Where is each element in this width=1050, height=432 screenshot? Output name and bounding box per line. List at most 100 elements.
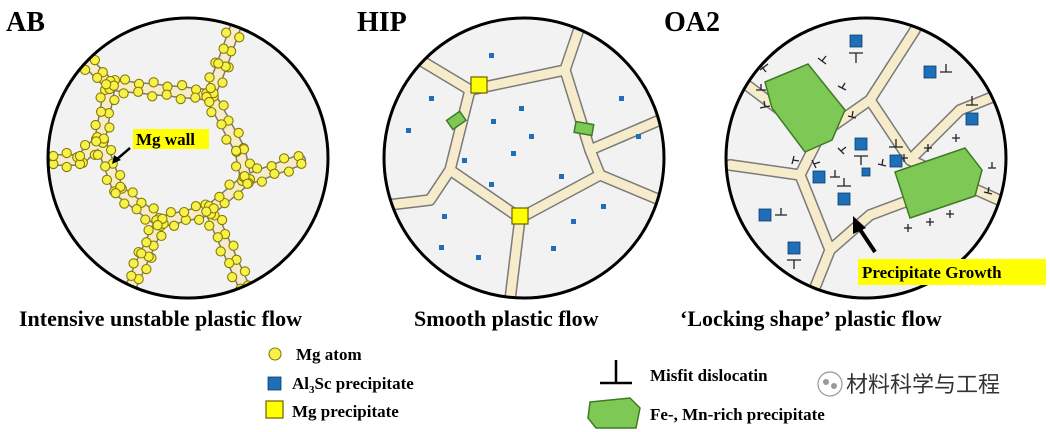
mg-wall-arrowhead bbox=[112, 155, 121, 164]
mg-atom bbox=[101, 174, 113, 186]
mg-atom bbox=[152, 220, 163, 231]
mg-atom bbox=[224, 257, 235, 269]
precipitate-growth-label: Precipitate Growth bbox=[862, 263, 1002, 282]
mg-atom bbox=[220, 27, 232, 38]
mg-atom bbox=[77, 47, 88, 58]
watermark-logo-icon bbox=[817, 371, 843, 397]
panel-hip-circle bbox=[382, 16, 666, 300]
mg-atom bbox=[74, 150, 86, 162]
mg-wall-arrow bbox=[115, 147, 131, 161]
panel-hip-grain-boundaries bbox=[384, 18, 664, 298]
mg-atom bbox=[126, 270, 137, 282]
precipitate-growth-arrow bbox=[857, 226, 877, 254]
mg-atom bbox=[141, 263, 152, 275]
mg-atom bbox=[176, 80, 188, 91]
mg-atom bbox=[218, 100, 229, 111]
legend-mg-atom-label: Mg atom bbox=[296, 345, 362, 364]
mg-atom bbox=[127, 187, 138, 198]
precipitate-growth-highlight bbox=[858, 259, 1046, 285]
panel-oa2-grain-structure: Precipitate Growth bbox=[724, 16, 1046, 300]
mg-atom bbox=[116, 293, 127, 298]
mg-atom bbox=[283, 166, 295, 177]
mg-atom bbox=[278, 153, 290, 164]
mg-atom bbox=[201, 206, 212, 217]
mg-atom bbox=[296, 158, 307, 169]
caption-ab: Intensive unstable plastic flow bbox=[19, 306, 302, 331]
mg-atom bbox=[123, 296, 134, 298]
mg-atom bbox=[110, 188, 121, 199]
mg-atom bbox=[105, 144, 117, 156]
mg-atom bbox=[205, 82, 216, 94]
mg-atom bbox=[216, 119, 227, 130]
mg-atom bbox=[213, 58, 224, 69]
legend-item-mg-precipitate: Mg precipitate bbox=[265, 400, 399, 421]
mg-atom bbox=[128, 258, 139, 269]
legend-item-fe-mn: Fe-, Mn-rich precipitate bbox=[587, 397, 825, 429]
legend-mg-atom-swatch bbox=[268, 347, 282, 361]
mg-atom bbox=[100, 161, 111, 172]
caption-hip: Smooth plastic flow bbox=[414, 306, 599, 331]
mg-atom bbox=[91, 136, 102, 147]
mg-atom bbox=[228, 240, 239, 251]
mg-atom bbox=[109, 94, 120, 106]
mg-atom bbox=[212, 232, 223, 243]
legend-mg-precipitate-swatch bbox=[265, 400, 284, 419]
fe-mn-precipitate-large-2 bbox=[894, 147, 983, 219]
mg-atom bbox=[89, 54, 101, 66]
mg-atom bbox=[141, 237, 152, 248]
mg-atom bbox=[131, 204, 142, 215]
legend-fe-mn-swatch bbox=[587, 397, 641, 429]
mg-atom bbox=[48, 150, 59, 162]
legend-item-al3sc: Al3Sc precipitate bbox=[267, 374, 414, 396]
mg-atom bbox=[190, 92, 201, 103]
mg-atom bbox=[136, 248, 147, 259]
mg-atom bbox=[35, 162, 44, 171]
mg-atom bbox=[92, 72, 103, 83]
legend-dislocation-symbol bbox=[600, 360, 632, 385]
legend-al3sc-label: Al3Sc precipitate bbox=[292, 374, 414, 396]
mg-atom bbox=[148, 203, 159, 214]
mg-atom bbox=[229, 18, 240, 24]
legend-item-misfit-dislocation: Misfit dislocatin bbox=[600, 360, 768, 385]
mg-atom bbox=[224, 179, 235, 190]
mg-atom bbox=[92, 149, 104, 161]
legend-fe-mn-label: Fe-, Mn-rich precipitate bbox=[650, 405, 825, 424]
legend-misfit-dislocation-label: Misfit dislocatin bbox=[650, 366, 768, 385]
mg-atom bbox=[193, 214, 205, 225]
mg-atom bbox=[178, 206, 190, 218]
mg-atom bbox=[190, 201, 202, 212]
mg-atom bbox=[236, 18, 247, 27]
mg-atom bbox=[233, 127, 244, 139]
mg-atom bbox=[114, 169, 126, 181]
panel-label-oa2: OA2 bbox=[664, 7, 720, 38]
mg-atom bbox=[140, 214, 151, 225]
panel-hip-mg-precipitates bbox=[445, 76, 595, 225]
watermark: 材料科学与工程 bbox=[817, 371, 1000, 398]
panel-oa2-al3sc-precipitates bbox=[758, 34, 979, 269]
mg-atom bbox=[215, 246, 226, 257]
mg-atom bbox=[133, 86, 144, 97]
mg-atom bbox=[206, 106, 217, 118]
mg-atom bbox=[175, 93, 186, 105]
mg-atom bbox=[204, 220, 215, 231]
mg-atom bbox=[218, 43, 229, 54]
panel-oa2-circle bbox=[724, 16, 1008, 300]
mg-atom bbox=[221, 134, 232, 145]
mg-atom bbox=[143, 224, 154, 236]
mg-atom bbox=[95, 106, 107, 117]
precipitate-growth-arrowhead bbox=[853, 216, 866, 234]
mg-atom bbox=[79, 139, 91, 151]
mg-atom bbox=[147, 91, 158, 102]
mg-atom bbox=[100, 79, 112, 90]
mg-atom bbox=[161, 89, 172, 100]
mg-atom bbox=[256, 176, 268, 187]
mg-atom bbox=[119, 74, 131, 85]
panel-ab-grain-structure: Mg wall bbox=[35, 16, 330, 300]
mg-atom bbox=[104, 122, 115, 133]
mg-atom bbox=[230, 161, 242, 172]
mg-atom bbox=[95, 92, 106, 103]
mg-atom bbox=[118, 88, 129, 99]
fe-mn-precipitate-large-1 bbox=[764, 63, 846, 153]
